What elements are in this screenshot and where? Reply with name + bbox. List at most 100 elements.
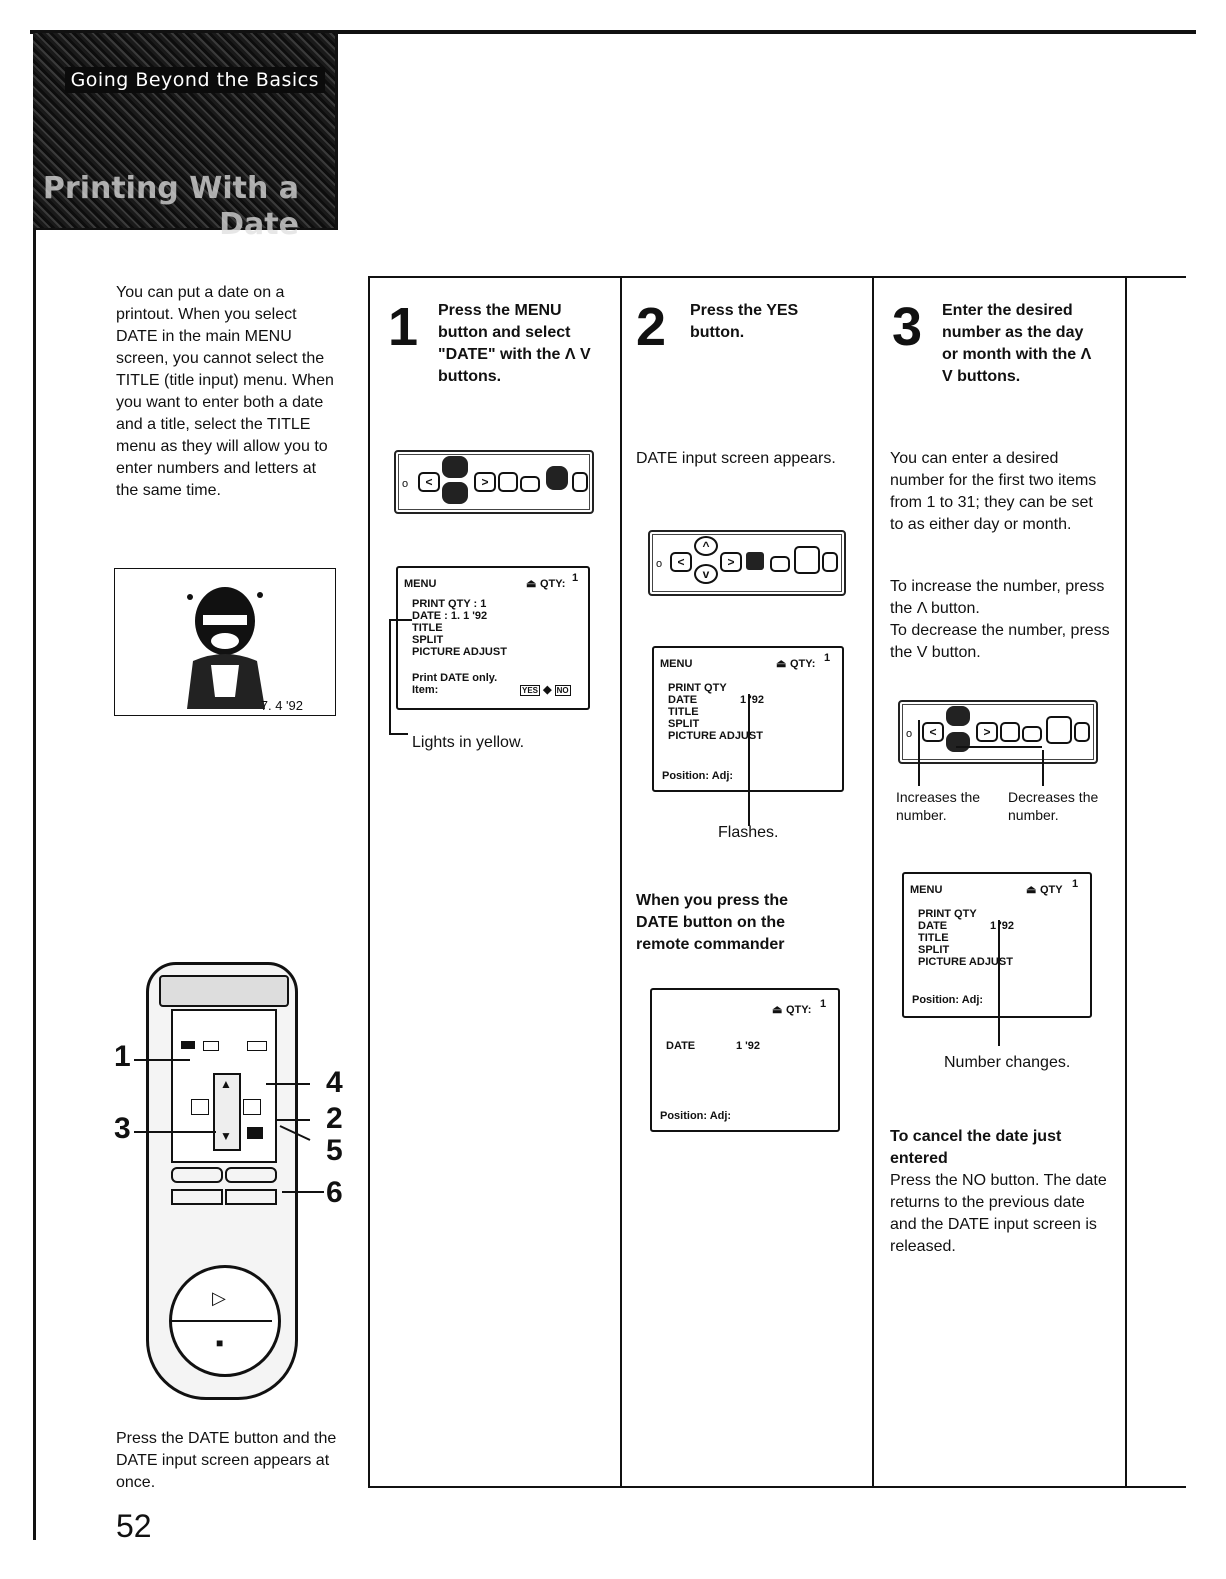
menu-row-date: DATE : 1. 1 '92 (412, 610, 488, 622)
left-rule (33, 30, 36, 1540)
cassette-icon: ⏏ (1026, 884, 1037, 896)
step-3-number: 3 (892, 297, 923, 357)
left-button[interactable]: < (670, 552, 692, 572)
printout-date: 7. 4 '92 (260, 698, 303, 713)
qty-value: 1 (1072, 878, 1079, 890)
yes-button[interactable] (498, 472, 518, 492)
hint-item: Item: (412, 684, 439, 696)
step-2-title: Press the YES button. (690, 302, 799, 341)
no-mini-button: NO (554, 685, 571, 696)
right-button[interactable]: > (976, 722, 998, 742)
down-button-lit[interactable] (946, 732, 970, 752)
date-button[interactable] (181, 1041, 195, 1049)
left-button[interactable] (191, 1099, 209, 1115)
play-stop-dial[interactable]: ▷ ■ (169, 1265, 281, 1377)
no-button[interactable] (770, 556, 790, 572)
date-value-flashing: 1 '92 (736, 1040, 761, 1052)
qty-value: 1 (820, 998, 827, 1010)
menu-row: PRINT QTY (668, 682, 727, 694)
steps-top-rule (368, 276, 1186, 278)
number-changes-callout-line (998, 920, 1000, 1046)
menu-row-date: DATE (918, 920, 948, 932)
page-number: 52 (116, 1508, 152, 1544)
down-button[interactable]: v (694, 564, 718, 584)
remote-callout-lines (134, 1059, 324, 1193)
step-2-device-panel: o < ^ v > (648, 530, 846, 596)
up-down-buttons[interactable]: ▲ ▼ (213, 1073, 241, 1151)
column-divider (872, 276, 874, 1488)
up-arrow-icon: ▲ (220, 1077, 232, 1091)
up-button[interactable]: ^ (694, 536, 718, 556)
yes-mini-button: YES (520, 685, 541, 696)
step-3-device-panel: o < > (898, 700, 1098, 764)
menu-row: PRINT QTY (918, 908, 977, 920)
qty-label: QTY: (786, 1004, 812, 1016)
title-button[interactable] (203, 1041, 219, 1051)
up-button-lit[interactable] (946, 706, 970, 726)
step-1-number: 1 (388, 297, 419, 357)
step-3-date-screen: MENU ⏏ QTY 1 PRINT QTY DATE 1 '92 TITLE … (902, 872, 1092, 1018)
down-arrow-icon: ▼ (220, 1129, 232, 1143)
column-divider (1125, 276, 1127, 1488)
menu-row: PICTURE ADJUST (668, 730, 763, 742)
menu-row: SPLIT (918, 944, 950, 956)
menu-button[interactable] (1046, 716, 1072, 744)
flashes-note: Flashes. (718, 824, 779, 841)
right-button[interactable] (243, 1099, 261, 1115)
sample-printout: 7. 4 '92 (114, 568, 336, 716)
step-2-number: 2 (636, 297, 667, 357)
print-button[interactable] (572, 472, 588, 492)
menu-row: SPLIT (412, 634, 444, 646)
print-button[interactable] (225, 1189, 277, 1205)
cassette-icon: ⏏ (772, 1004, 783, 1016)
print-button[interactable] (822, 552, 838, 572)
menu-label: MENU (910, 884, 943, 896)
capture-mode-button[interactable] (171, 1167, 223, 1183)
no-button[interactable] (520, 476, 540, 492)
callout-3: 3 (114, 1112, 131, 1145)
section-title: Going Beyond the Basics (64, 67, 325, 93)
print-button[interactable] (1074, 722, 1090, 742)
panel-dot: o (402, 478, 409, 490)
right-button[interactable]: > (720, 552, 742, 572)
decrease-callout-line (1042, 750, 1044, 786)
menu-row-date: DATE (668, 694, 698, 706)
up-button-lit[interactable] (442, 456, 468, 478)
decrease-callout-connector (956, 746, 1042, 748)
menu-button-lit[interactable] (546, 466, 568, 490)
menu-row: SPLIT (668, 718, 700, 730)
date-label: DATE (666, 1040, 696, 1052)
step-2-text: DATE input screen appears. (636, 450, 836, 467)
left-button[interactable]: < (922, 722, 944, 742)
qty-label: QTY: (540, 578, 566, 590)
left-button[interactable]: < (418, 472, 440, 492)
callout-1: 1 (114, 1040, 131, 1073)
capture-button[interactable] (171, 1189, 223, 1205)
yes-button[interactable] (1000, 722, 1020, 742)
step-2-subtitle: When you press the DATE button on the re… (636, 892, 789, 953)
source-memory-button[interactable] (225, 1167, 277, 1183)
remote-lid (159, 975, 289, 1007)
screen-footer: Position: Adj: (662, 770, 734, 782)
yes-button-lit[interactable] (746, 552, 764, 570)
no-button[interactable] (1022, 726, 1042, 742)
menu-button[interactable] (794, 546, 820, 574)
right-button[interactable]: > (474, 472, 496, 492)
play-icon: ▷ (212, 1288, 226, 1308)
menu-row: PICTURE ADJUST (412, 646, 507, 658)
menu-row: PICTURE ADJUST (918, 956, 1013, 968)
date-value-flashing: 1 '92 (740, 694, 765, 706)
menu-row: TITLE (412, 622, 443, 634)
yes-button[interactable] (247, 1127, 263, 1139)
down-button-lit[interactable] (442, 482, 468, 504)
menu-label: MENU (660, 658, 693, 670)
steps-bottom-rule (368, 1486, 1186, 1488)
position-button[interactable] (247, 1041, 267, 1051)
increase-label: Increases the number. (896, 789, 981, 823)
portrait-image (187, 587, 265, 709)
increase-callout-line (918, 720, 920, 786)
column-divider (368, 276, 370, 1488)
section-header: Going Beyond the Basics Printing With a … (33, 33, 338, 242)
panel-dot: o (656, 558, 663, 570)
step-3-title: Enter the desired number as the day or m… (942, 302, 1092, 385)
